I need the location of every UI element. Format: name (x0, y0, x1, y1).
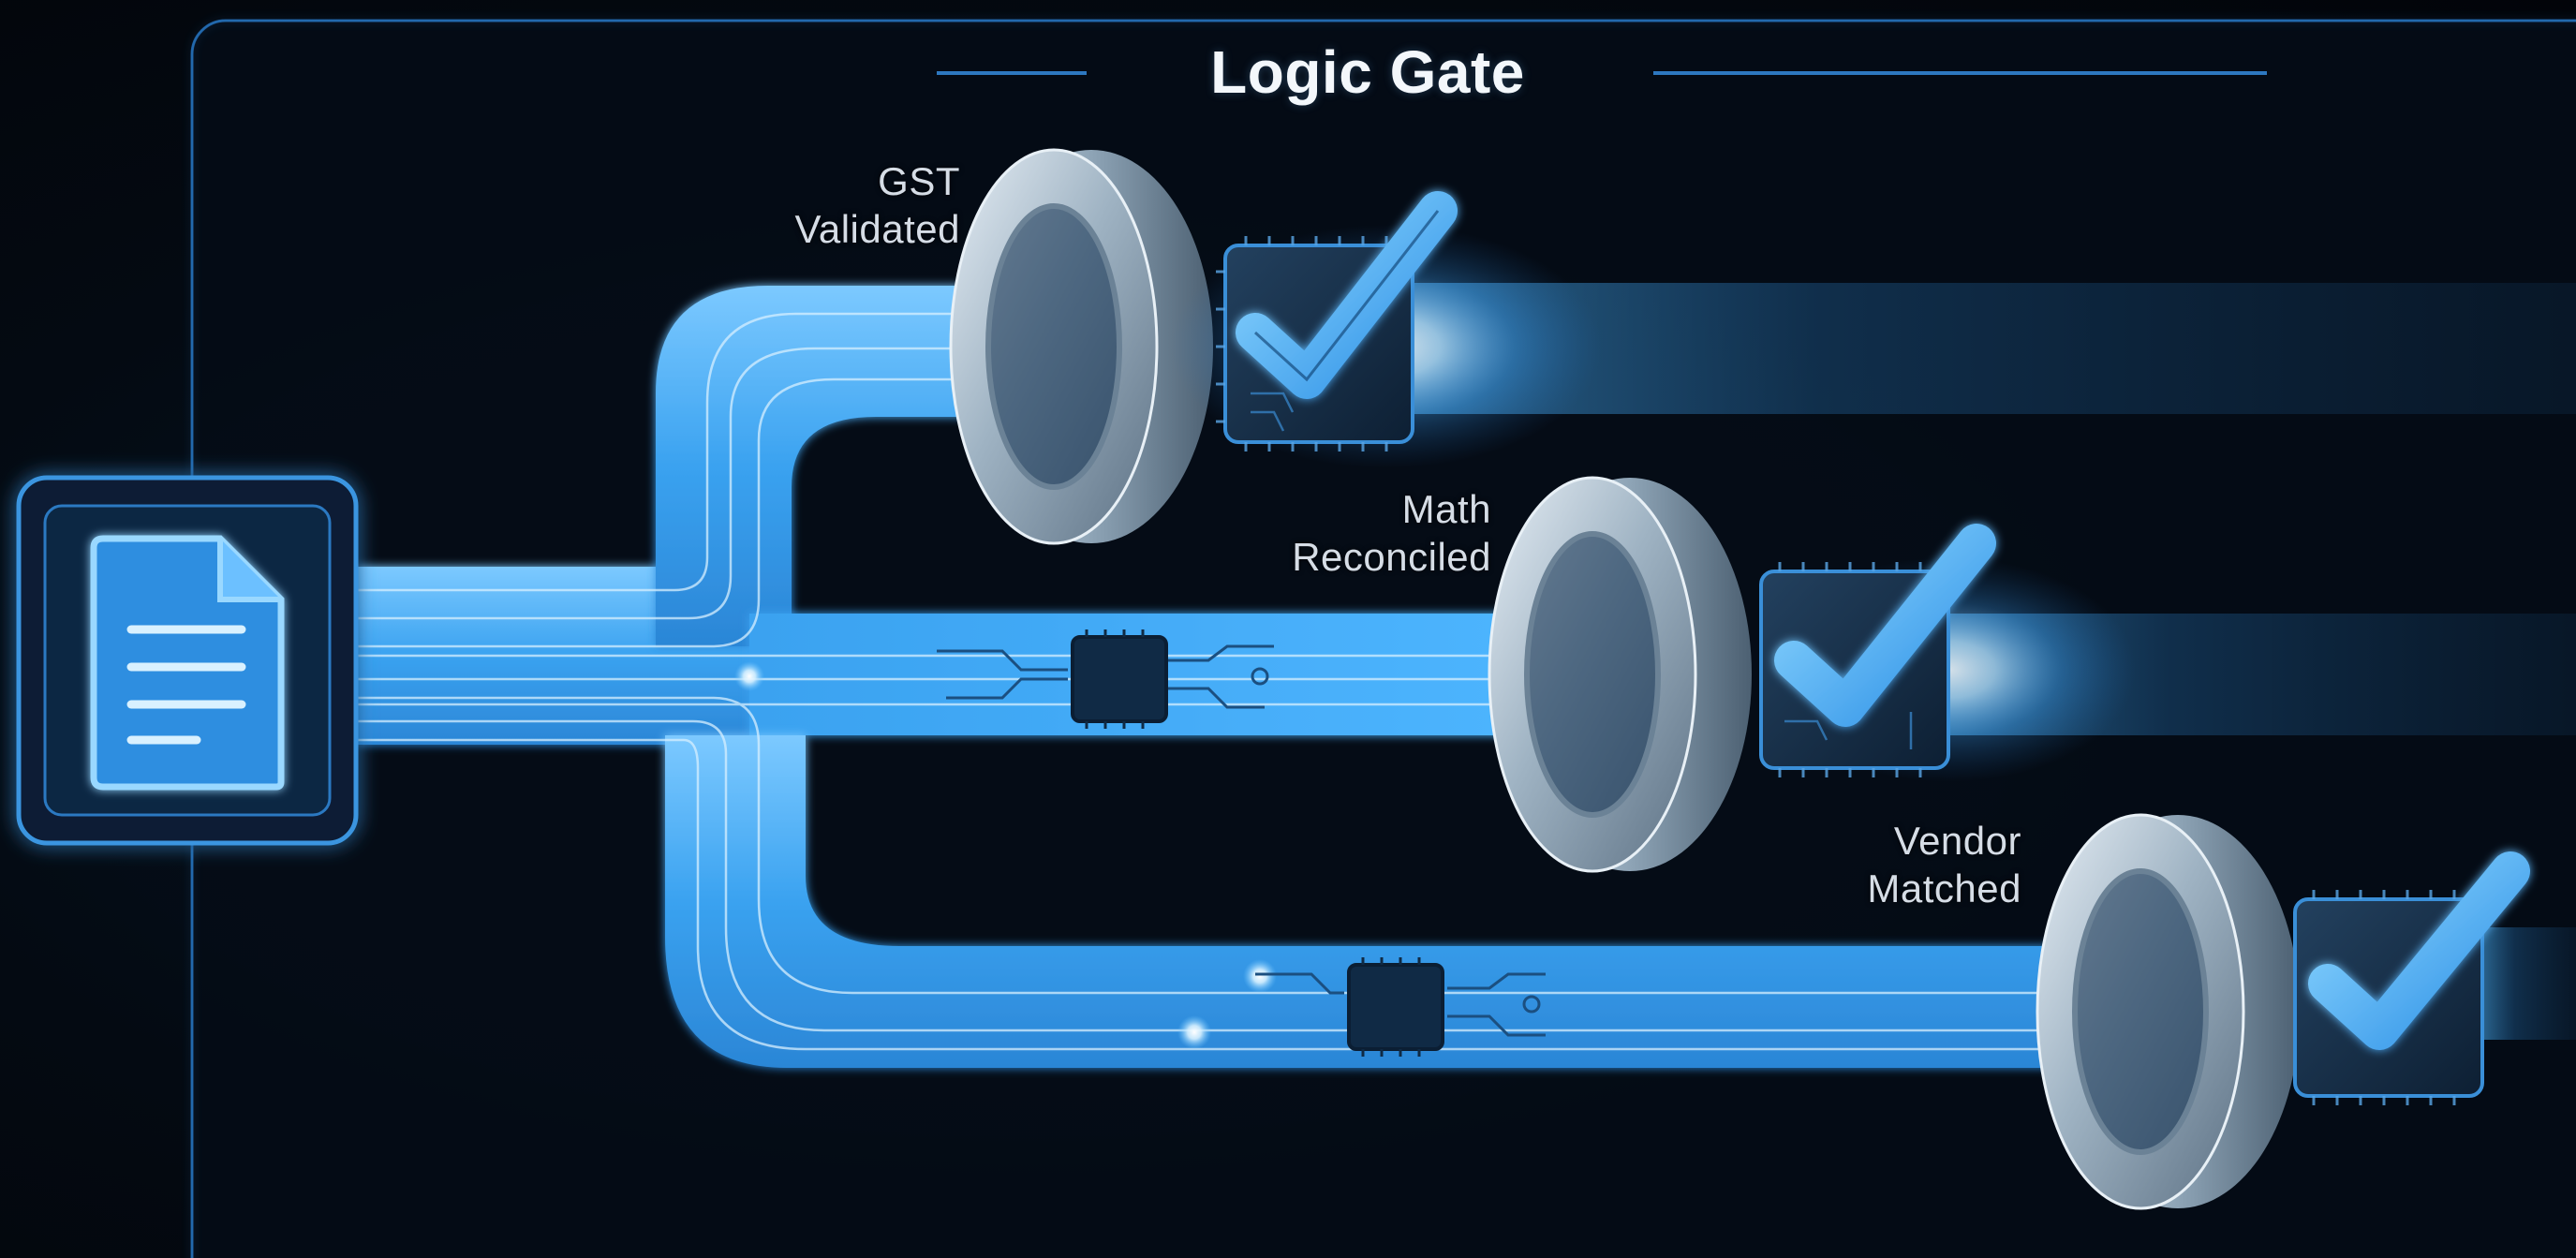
gate-ring-3 (2036, 813, 2300, 1210)
gate-label-line1: Vendor (1893, 819, 2021, 863)
gate-chip-3 (2293, 851, 2530, 1105)
circuit-chip-middle (937, 629, 1274, 729)
diagram-title: Logic Gate (1210, 38, 1525, 106)
gate-label-line2: Validated (794, 207, 960, 252)
gate-chip-1 (1216, 191, 1458, 451)
check-icon (2308, 851, 2530, 1050)
check-icon (1774, 524, 1996, 727)
gate-label-line1: GST (878, 159, 960, 203)
gate-label-vendor: Vendor Matched (1780, 817, 2021, 912)
document-icon (90, 535, 285, 791)
gate-chip-2 (1759, 524, 1996, 777)
gate-label-gst: GST Validated (731, 157, 960, 253)
gate-label-line2: Reconciled (1292, 535, 1491, 580)
gate-label-line1: Math (1401, 487, 1491, 531)
gate-ring-1 (949, 148, 1213, 545)
flow-channels (356, 286, 2136, 1068)
source-document (16, 475, 359, 846)
circuit-chip-bottom (1255, 957, 1546, 1057)
gate-ring-2 (1488, 476, 1752, 873)
gate-label-math: Math Reconciled (1218, 485, 1491, 581)
gate-label-line2: Matched (1867, 866, 2021, 911)
